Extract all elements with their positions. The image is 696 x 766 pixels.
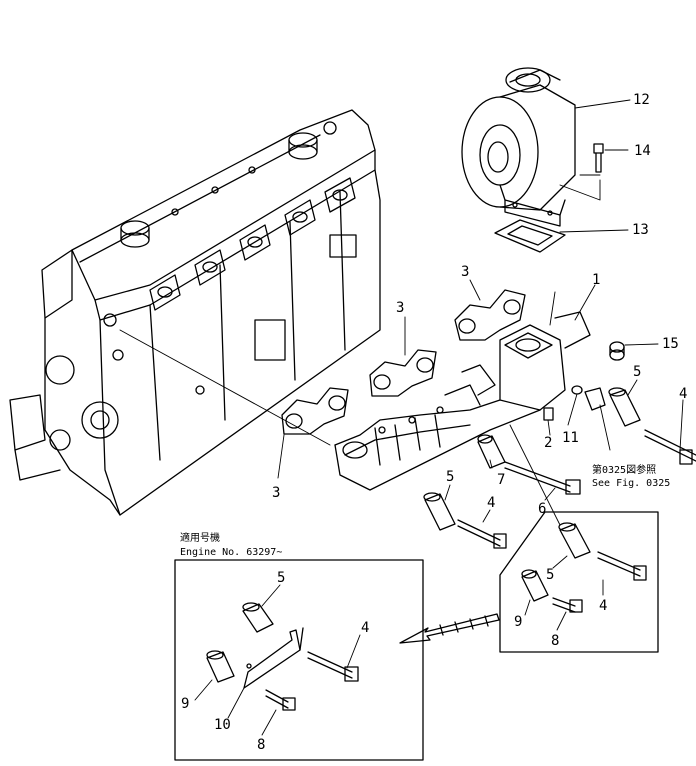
callout-1: 1	[592, 272, 600, 288]
callout-2: 2	[544, 435, 552, 451]
callout-11: 11	[562, 430, 579, 446]
callout-7: 7	[497, 472, 505, 488]
exhaust-manifold	[334, 311, 591, 491]
stud-2	[543, 407, 554, 421]
callout-8-box: 8	[551, 633, 559, 649]
leader-lines	[119, 99, 684, 736]
spacer-7	[477, 434, 506, 469]
nut-15	[609, 341, 625, 361]
serial-header-en: Engine No. 63297~	[180, 547, 282, 558]
washer-11	[571, 385, 583, 395]
turbocharger	[461, 67, 576, 227]
turbo-gasket-13	[494, 219, 566, 253]
callout-4-mid: 4	[487, 495, 495, 511]
detail-box-lower	[174, 559, 424, 761]
bolt-4-mid	[457, 519, 507, 549]
spacer-5-right	[608, 387, 641, 427]
callout-9-lower: 9	[181, 696, 189, 712]
detail-arrow	[399, 613, 500, 644]
callout-3-upper: 3	[461, 264, 469, 280]
callout-14: 14	[634, 143, 651, 159]
callout-4-box: 4	[599, 598, 607, 614]
manifold-gasket-lower	[281, 387, 349, 435]
callout-3-middle: 3	[396, 300, 404, 316]
elbow-fitting	[584, 387, 606, 411]
bolt-4-right	[644, 429, 696, 465]
serial-header-jp: 適用号機	[180, 531, 220, 544]
manifold-gasket-middle	[369, 349, 437, 397]
callout-6: 6	[538, 501, 546, 517]
manifold-gasket-upper	[454, 289, 526, 341]
see-fig-note-en: See Fig. 0325	[592, 478, 670, 489]
bolt-14	[593, 143, 604, 173]
callout-5-mid: 5	[446, 469, 454, 485]
callout-8-lower: 8	[257, 737, 265, 753]
exhaust-ports	[149, 177, 356, 311]
callout-4-lower: 4	[361, 620, 369, 636]
see-fig-note-jp: 第0325図参照	[592, 463, 656, 476]
callout-labels: 12 14 13 3 1 15 5 4 3 2 11 7 6 3 5 4 5 4…	[181, 92, 687, 753]
callout-3-lower: 3	[272, 485, 280, 501]
callout-10: 10	[214, 717, 231, 733]
callout-5-right: 5	[633, 364, 641, 380]
callout-5-lower: 5	[277, 570, 285, 586]
callout-13: 13	[632, 222, 649, 238]
callout-9-box: 9	[514, 614, 522, 630]
spacer-5-mid	[423, 492, 456, 531]
callout-5-box: 5	[546, 567, 554, 583]
callout-15: 15	[662, 336, 679, 352]
callout-4-right: 4	[679, 386, 687, 402]
engine-block	[9, 109, 381, 516]
callout-12: 12	[633, 92, 650, 108]
detail-box-right	[499, 511, 659, 653]
